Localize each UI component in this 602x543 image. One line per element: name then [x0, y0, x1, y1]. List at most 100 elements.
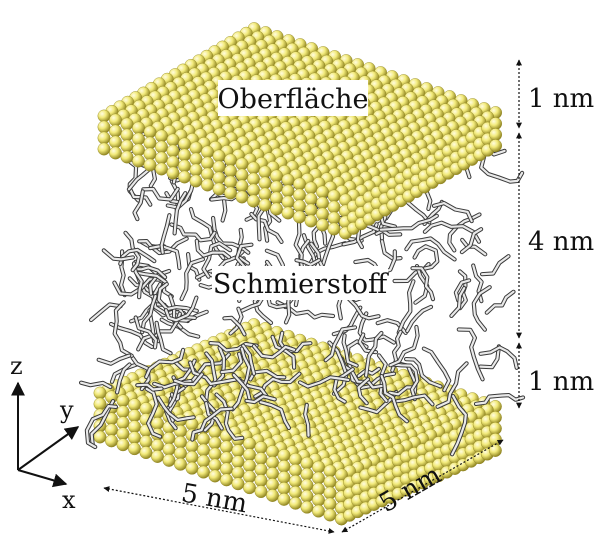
- gold-atom: [155, 140, 168, 154]
- molecule-chain: [136, 383, 163, 391]
- molecule-chain: [245, 395, 276, 404]
- molecule-chain: [142, 187, 179, 201]
- gold-atom: [220, 440, 233, 454]
- gold-atom: [231, 455, 245, 469]
- molecule-chain: [173, 192, 187, 235]
- gold-atom: [304, 214, 318, 228]
- gold-atom: [300, 500, 314, 514]
- gold-atom: [316, 185, 329, 199]
- gold-atom: [266, 467, 279, 480]
- molecule-chain: [357, 367, 380, 377]
- gold-atom: [316, 196, 329, 210]
- gold-atom: [128, 442, 141, 456]
- gold-atom: [201, 145, 214, 159]
- gold-atom: [116, 405, 130, 419]
- gold-atom: [109, 113, 122, 127]
- gold-atom: [155, 162, 168, 176]
- gold-atom: [224, 186, 237, 200]
- molecule-chain: [365, 331, 383, 377]
- gold-atom: [316, 207, 329, 221]
- gold-atom: [327, 222, 341, 236]
- gold-atom: [128, 409, 141, 423]
- molecule-chain: [397, 280, 415, 334]
- molecule-chain: [213, 346, 225, 387]
- gold-atom: [489, 117, 502, 131]
- gold-atom: [300, 467, 314, 481]
- gold-atom: [247, 183, 260, 197]
- gold-atom: [189, 174, 203, 188]
- molecule-chain: [116, 363, 131, 394]
- molecule-chain: [229, 307, 243, 335]
- molecule-chain: [460, 228, 483, 254]
- gold-atom: [143, 125, 157, 139]
- gold-atom: [323, 475, 337, 489]
- gold-atom: [289, 452, 302, 466]
- molecule-chain: [80, 381, 112, 389]
- molecule-chain: [145, 387, 162, 438]
- gold-atom: [197, 432, 210, 446]
- gold-atom: [178, 170, 191, 184]
- gold-atom: [235, 157, 249, 171]
- molecule-chain: [252, 345, 296, 359]
- gold-atom: [220, 451, 233, 465]
- dimension-gap: 4 nm: [528, 227, 594, 257]
- molecule-chain: [209, 342, 258, 352]
- gold-atom: [189, 152, 203, 166]
- molecule-chain: [138, 237, 188, 255]
- molecule-chain: [380, 374, 408, 423]
- molecule-chain: [231, 347, 251, 411]
- gold-atom: [174, 457, 187, 471]
- gold-atom: [120, 117, 134, 131]
- gold-atom: [488, 411, 502, 424]
- gold-atom: [323, 497, 337, 511]
- molecule-chain: [406, 305, 433, 333]
- gold-atom: [132, 132, 145, 146]
- gold-atom: [166, 155, 180, 169]
- gold-atom: [277, 481, 291, 495]
- molecule-chain: [183, 353, 230, 388]
- lubricant-label-group: Schmierstoff: [212, 266, 389, 300]
- gold-atom: [97, 131, 111, 145]
- gold-atom: [293, 177, 306, 191]
- gold-atom: [97, 109, 111, 123]
- gold-atom: [178, 159, 191, 173]
- gold-atom: [185, 461, 199, 475]
- molecule-chain: [422, 347, 451, 392]
- gold-atom: [289, 496, 302, 510]
- z-axis-label: z: [10, 352, 23, 380]
- molecule-chain: [149, 244, 181, 270]
- molecule-chain: [295, 259, 320, 266]
- molecule-chain: [189, 361, 241, 385]
- molecule-chain: [454, 279, 471, 302]
- gold-atom: [254, 474, 268, 487]
- x-axis-label: x: [62, 486, 76, 514]
- molecule-chain: [259, 401, 290, 429]
- molecule-chain: [324, 326, 357, 362]
- gold-atom: [489, 128, 502, 142]
- gold-atom: [316, 218, 329, 232]
- gold-atom: [293, 188, 306, 202]
- gold-atom: [254, 441, 268, 454]
- gold-atom: [224, 164, 237, 178]
- gold-atom: [281, 173, 295, 187]
- gold-atom: [258, 187, 272, 201]
- molecule-chain: [155, 321, 172, 355]
- gold-atom: [224, 175, 237, 189]
- dimension-top-layer: 1 nm: [528, 84, 594, 114]
- molecule-chain: [474, 394, 525, 405]
- gold-atom: [201, 167, 214, 181]
- gold-atom: [300, 489, 314, 503]
- molecule-chain: [358, 312, 395, 344]
- gold-atom: [266, 489, 279, 502]
- gold-atom: [93, 386, 107, 400]
- gold-atom: [201, 156, 214, 170]
- gold-atom: [235, 190, 249, 204]
- molecule-chain: [223, 316, 246, 336]
- gold-atom: [270, 180, 283, 194]
- gold-atom: [231, 444, 245, 458]
- gold-atom: [109, 135, 122, 149]
- gold-atom: [132, 121, 145, 135]
- gold-atom: [212, 160, 226, 174]
- gold-atom: [243, 448, 256, 462]
- molecule-chain: [405, 237, 456, 261]
